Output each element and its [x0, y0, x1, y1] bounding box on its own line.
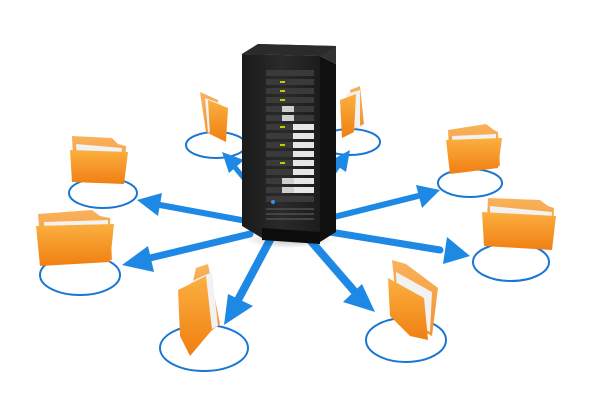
folder-icon	[388, 260, 438, 340]
ring-icon	[437, 168, 503, 198]
arrow-icon	[122, 230, 254, 272]
folder-icon	[200, 92, 228, 142]
arrow-icon	[306, 236, 375, 312]
folder-icon	[446, 124, 502, 174]
drive-bays	[266, 70, 314, 220]
folder-icon	[340, 86, 364, 138]
folders-layer	[36, 86, 556, 356]
arrow-icon	[224, 236, 274, 325]
arrow-icon	[327, 185, 440, 221]
arrow-icon	[137, 193, 255, 225]
arrow-icon	[326, 228, 470, 264]
folder-icon	[36, 210, 114, 266]
folder-icon	[70, 136, 128, 184]
server-icon	[242, 44, 336, 248]
folder-icon	[178, 264, 220, 356]
folder-icon	[482, 198, 556, 250]
